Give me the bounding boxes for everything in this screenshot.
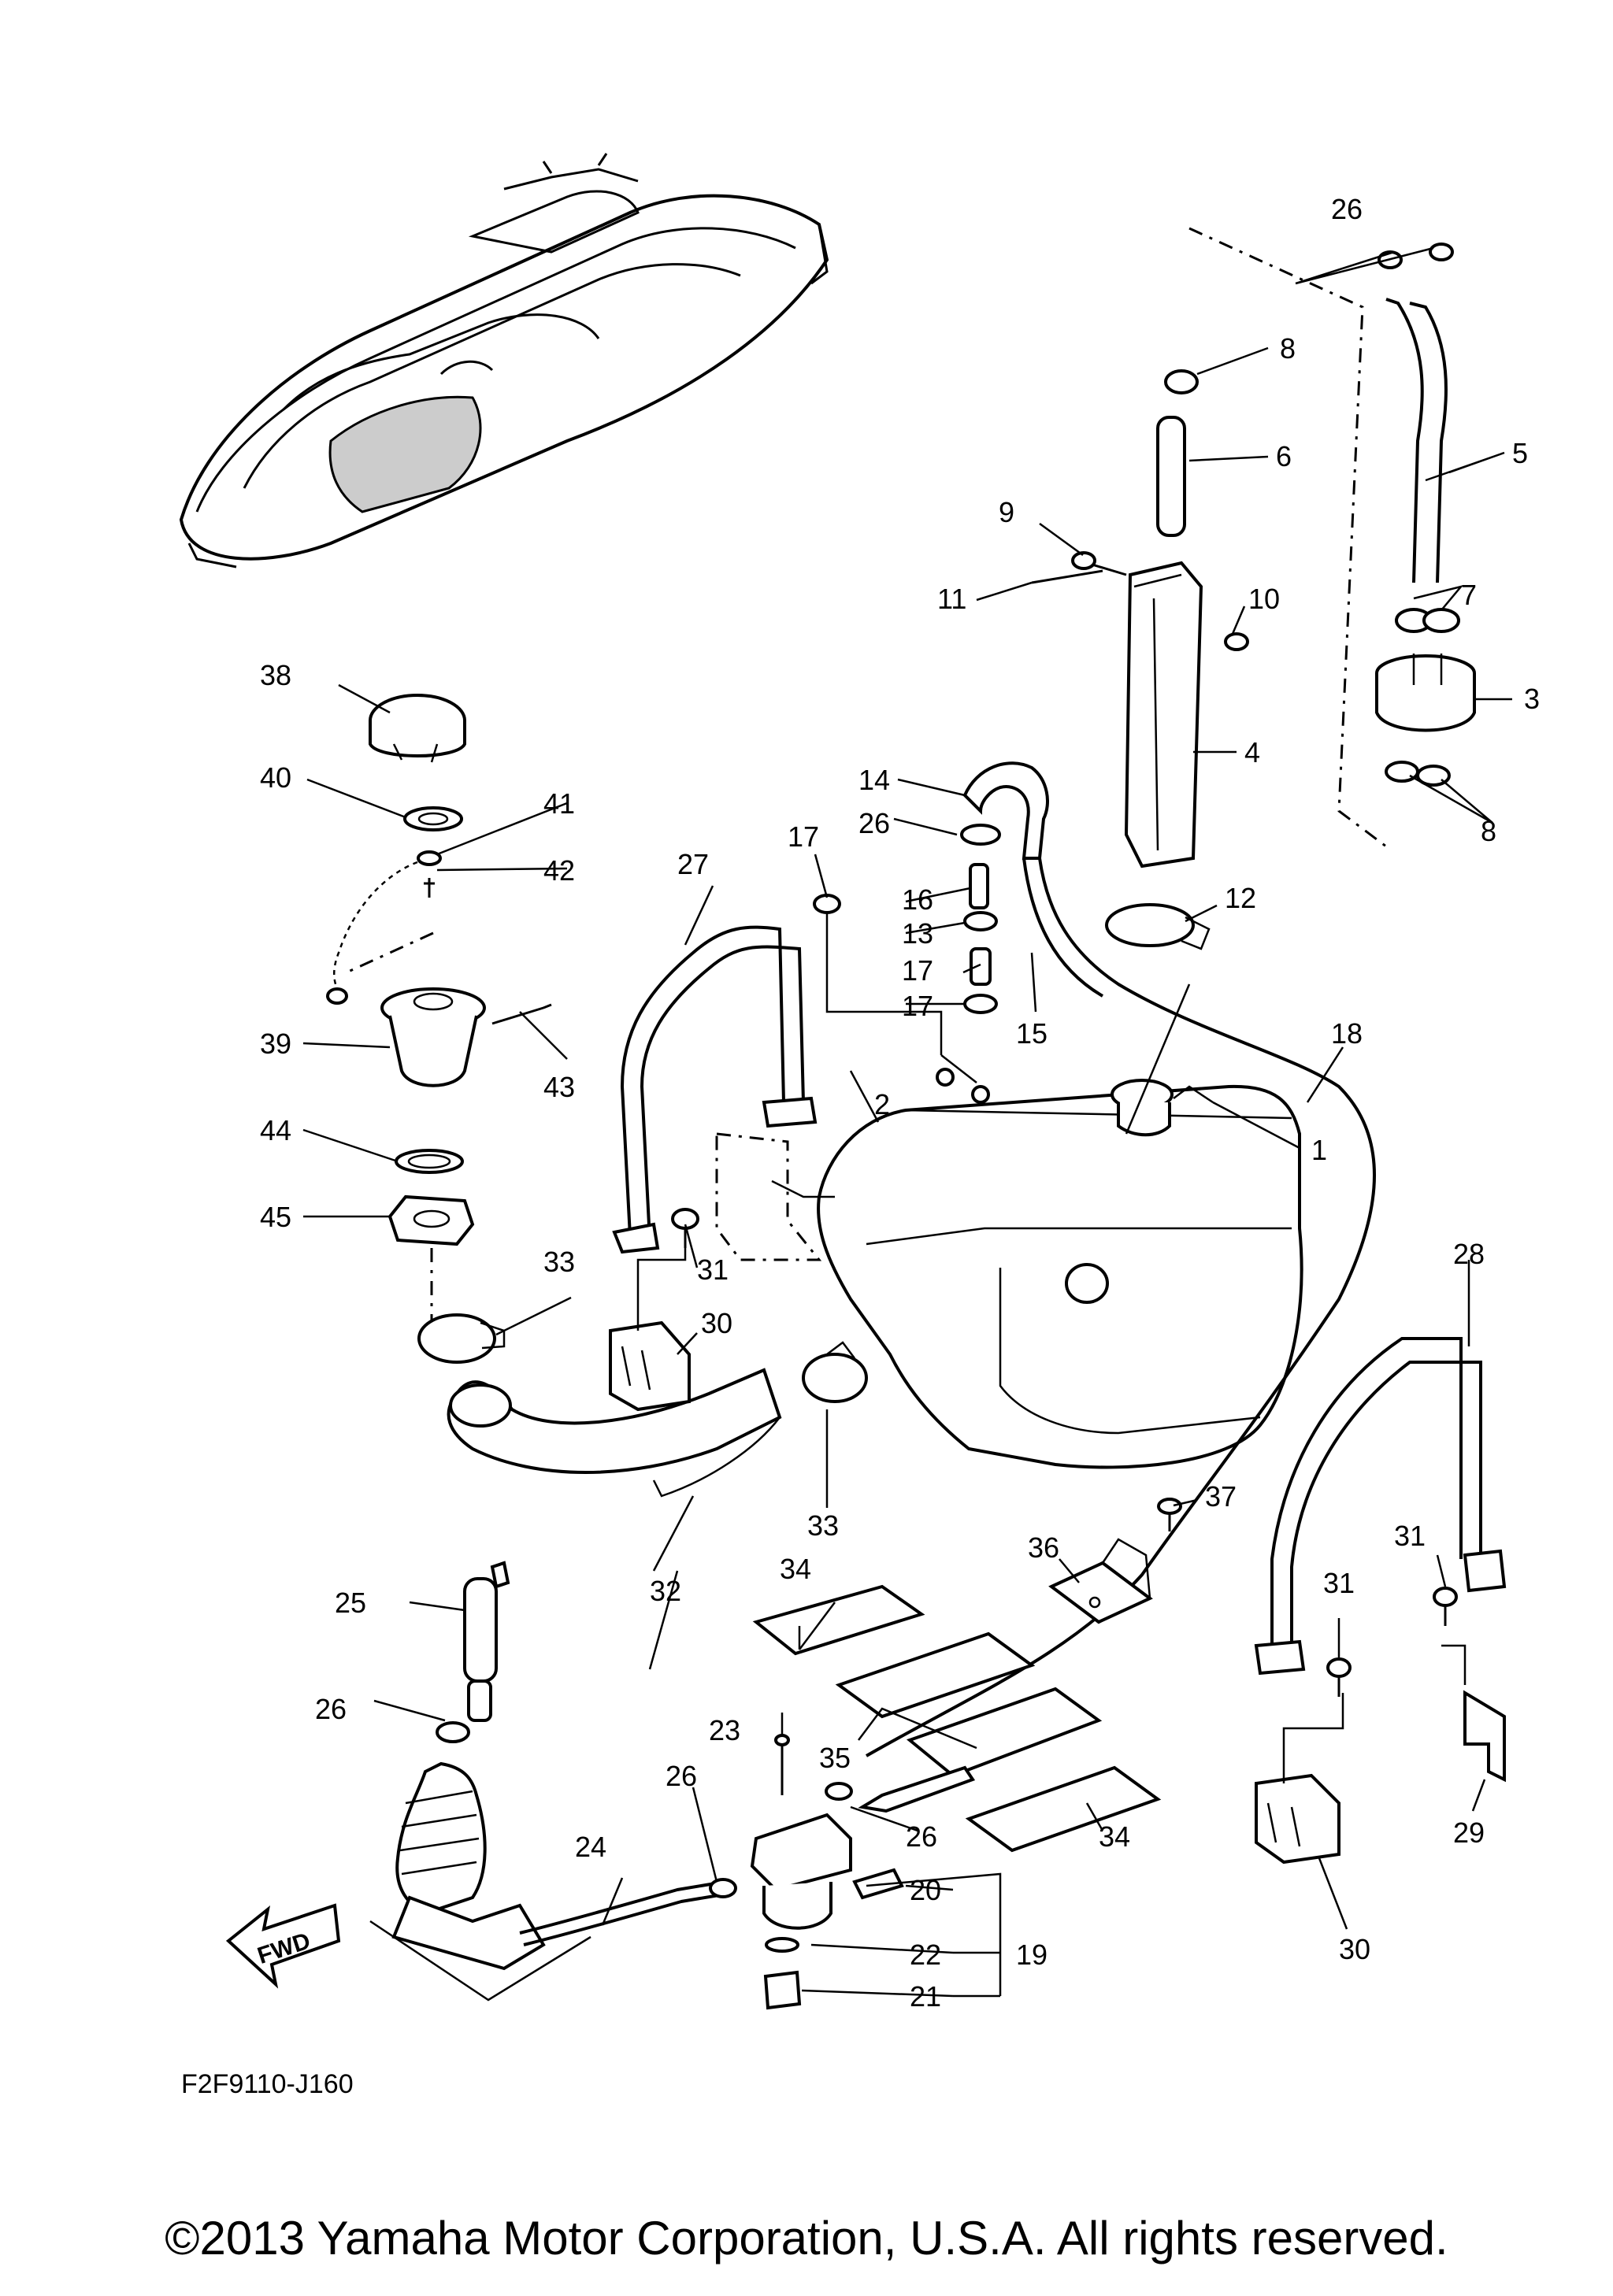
callout-labels: 1 2 3 4 5 6 7 8 8 9 10 11 12 13 14 15 16… [260, 193, 1540, 2013]
callout-11: 11 [937, 583, 966, 615]
callout-15: 15 [1016, 1017, 1048, 1050]
callout-6: 6 [1276, 440, 1292, 472]
callout-9: 9 [999, 496, 1014, 528]
callout-25: 25 [335, 1587, 366, 1619]
callout-26-pump: 26 [1331, 193, 1363, 225]
callout-33-left: 33 [543, 1246, 575, 1278]
filler-hose [447, 1368, 782, 1474]
callout-10: 10 [1248, 583, 1280, 615]
callout-17-b: 17 [902, 954, 933, 987]
callout-39: 39 [260, 1028, 291, 1060]
callout-4: 4 [1244, 736, 1260, 768]
callout-40: 40 [260, 761, 291, 794]
watercraft-illustration [179, 153, 829, 568]
callout-27: 27 [677, 848, 709, 880]
callout-33-right: 33 [807, 1509, 839, 1542]
callout-30-left: 30 [701, 1307, 732, 1339]
callout-34-top: 34 [780, 1553, 811, 1585]
callout-31-right: 31 [1394, 1520, 1426, 1552]
callout-31-mid: 31 [1323, 1567, 1355, 1599]
callout-23: 23 [709, 1714, 740, 1746]
callout-2: 2 [874, 1088, 890, 1120]
callout-17-a: 17 [788, 820, 819, 853]
tank-brackets [609, 925, 1507, 1865]
callout-29: 29 [1453, 1816, 1485, 1849]
diagram-code: F2F9110-J160 [181, 2069, 354, 2099]
callout-26-filter: 26 [315, 1693, 347, 1725]
vent-hose-assembly [813, 761, 1376, 1757]
callout-8-bottom: 8 [1481, 815, 1496, 847]
callout-31-left: 31 [697, 1254, 729, 1286]
callout-35: 35 [819, 1742, 851, 1774]
tank-pads [752, 1538, 1162, 1853]
callout-43: 43 [543, 1071, 575, 1103]
callout-28: 28 [1453, 1238, 1485, 1270]
fuel-filter-assembly [369, 1561, 976, 2010]
fasteners [671, 1208, 1458, 1697]
copyright-notice: ©2013 Yamaha Motor Corporation, U.S.A. A… [165, 2212, 1448, 2265]
callout-45: 45 [260, 1201, 291, 1233]
fuel-tank [715, 1079, 1303, 1469]
callout-34-bottom: 34 [1099, 1820, 1130, 1853]
fuel-sender [1031, 416, 1249, 1135]
callout-44: 44 [260, 1114, 291, 1146]
callout-22: 22 [910, 1939, 941, 1971]
callout-30-right: 30 [1339, 1933, 1370, 1965]
callout-38: 38 [260, 659, 291, 691]
fuel-cap-assembly [326, 694, 552, 1364]
callout-20: 20 [910, 1874, 941, 1906]
callout-24: 24 [575, 1831, 606, 1863]
callout-21: 21 [910, 1980, 941, 2013]
callout-1: 1 [1311, 1134, 1327, 1166]
callout-7: 7 [1461, 579, 1477, 611]
callout-8-top: 8 [1280, 332, 1296, 365]
callout-36: 36 [1028, 1531, 1059, 1564]
leader-lines [302, 246, 1512, 1998]
callout-19: 19 [1016, 1939, 1048, 1971]
callout-26-strainer: 26 [906, 1820, 937, 1853]
callout-42: 42 [543, 854, 575, 887]
callout-26-vent: 26 [858, 807, 890, 839]
callout-13: 13 [902, 917, 933, 950]
callout-17-c: 17 [902, 990, 933, 1022]
callout-3: 3 [1524, 683, 1540, 715]
callout-5: 5 [1512, 437, 1528, 469]
fwd-arrow: FWD [225, 1903, 341, 1989]
callout-32: 32 [650, 1575, 681, 1607]
callout-41: 41 [543, 787, 575, 820]
callout-16: 16 [902, 883, 933, 916]
fuel-pump-assembly [1164, 227, 1476, 848]
callout-26-hose: 26 [666, 1760, 697, 1792]
callout-12: 12 [1225, 882, 1256, 914]
callout-14: 14 [858, 764, 890, 796]
callout-37: 37 [1205, 1480, 1237, 1513]
callout-18: 18 [1331, 1017, 1363, 1050]
